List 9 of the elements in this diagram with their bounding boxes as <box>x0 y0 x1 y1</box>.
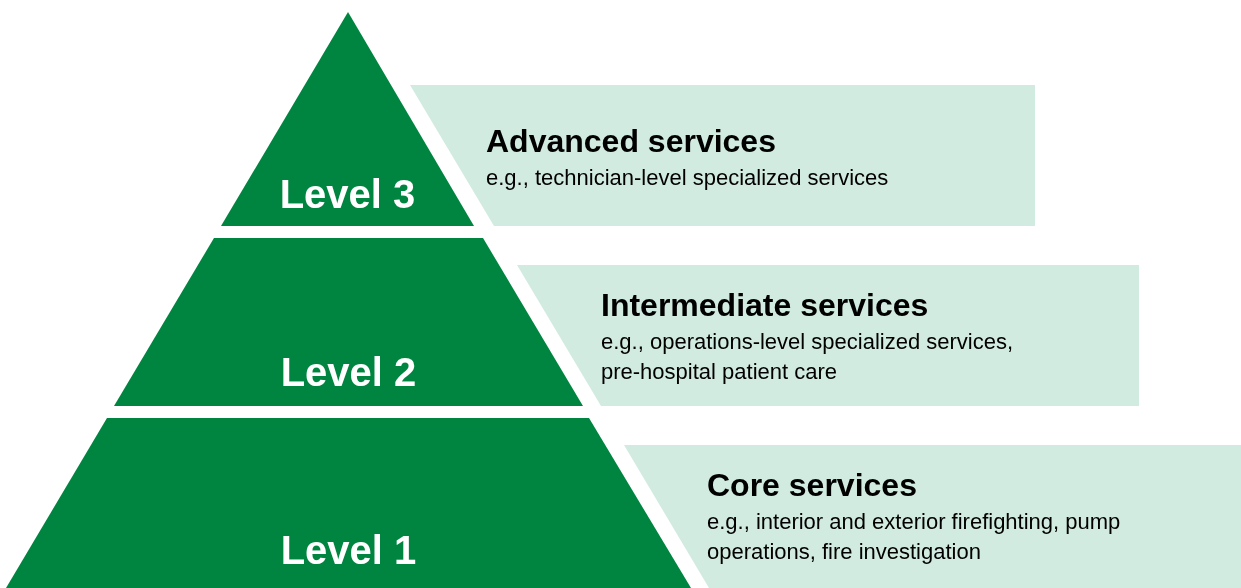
panel-heading: Core services <box>707 467 917 503</box>
tier-label: Level 1 <box>280 528 417 572</box>
panel-heading: Intermediate services <box>601 287 929 323</box>
panel-description: e.g., technician-level specialized services <box>486 164 890 192</box>
tier-label: Level 3 <box>279 172 416 216</box>
panel-description: e.g., interior and exterior firefighting, pump operations, fire investigation <box>707 508 1122 566</box>
panel-description: e.g., operations-level specialized services, pre-hospital patient care <box>601 328 1015 386</box>
panel-heading: Advanced services <box>486 123 776 159</box>
tier-label: Level 2 <box>280 350 417 394</box>
